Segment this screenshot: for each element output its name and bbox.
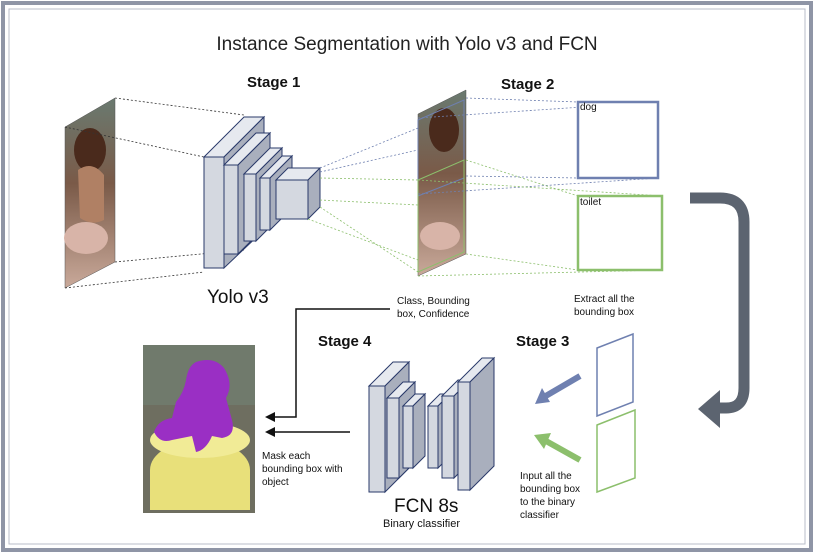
stage2-image [417,89,467,277]
extract-label: Extract all the bounding box [574,293,635,319]
class-info-line-2: box, Confidence [397,309,470,320]
stage-3-label: Stage 3 [516,333,570,350]
binary-classifier-label: Binary classifier [383,518,461,530]
stage3-blue-arrow [535,373,582,404]
stage3-green-box [596,408,636,494]
class-info-label: Class, Bounding box, Confidence [397,295,470,321]
stage-2-label: Stage 2 [501,76,555,93]
output-mask-image [143,345,255,513]
stage3-blue-box [596,332,634,418]
dog-bounding-box [576,100,660,180]
input-label: Input all the bounding box to the binary… [520,470,580,522]
dog-mask [154,360,233,452]
toilet-box-label: toilet [580,197,602,208]
curved-arrow [690,192,750,428]
input-line-4: classifier [520,510,559,521]
extract-line-1: Extract all the [574,294,635,305]
yolo-v3-label: Yolo v3 [207,287,269,308]
toilet-bounding-box [576,194,664,272]
diagram-title: Instance Segmentation with Yolo v3 and F… [216,34,598,55]
yolo-output-lines [307,127,419,273]
extract-line-2: bounding box [574,307,635,318]
fcn-8s-label: FCN 8s [394,496,459,517]
inner-border [8,8,806,545]
stage-4-label: Stage 4 [318,333,372,350]
yolo-v3-network [202,115,322,270]
stage3-green-arrow [534,433,582,463]
input-image [64,97,116,289]
input-line-1: Input all the [520,471,572,482]
class-info-connector [265,308,390,422]
class-info-line-1: Class, Bounding [397,296,470,307]
mask-label: Mask each bounding box with object [262,450,343,489]
dog-box-label: dog [580,102,597,113]
mask-line-2: bounding box with [262,464,343,475]
mask-line-3: object [262,477,289,488]
stage1-projection-lines [64,97,245,289]
input-line-2: bounding box [520,484,581,495]
stage-1-label: Stage 1 [247,74,301,91]
fcn-8s-network [367,356,496,494]
mask-line-1: Mask each [262,451,311,462]
input-line-3: to the binary [520,497,576,508]
